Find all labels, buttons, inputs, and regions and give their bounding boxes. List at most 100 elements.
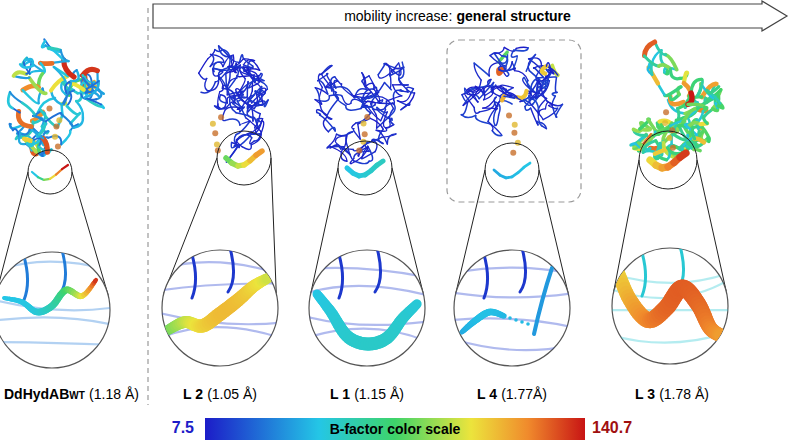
backbone-segment xyxy=(343,136,347,147)
backbone-segment xyxy=(467,88,483,95)
backbone-segment xyxy=(49,49,61,52)
backbone-segment xyxy=(390,109,394,125)
iron-sulfur-cluster xyxy=(511,130,517,136)
backbone-segment xyxy=(83,78,90,87)
background-strand xyxy=(337,248,343,298)
backbone-segment xyxy=(20,64,32,67)
backbone-segment xyxy=(328,86,336,88)
backbone-segment xyxy=(373,101,387,110)
background-strand xyxy=(307,268,427,277)
backbone-segment xyxy=(373,87,376,93)
background-strand xyxy=(452,268,572,274)
loop-segment xyxy=(680,153,686,157)
background-strand xyxy=(228,248,234,292)
tube-segment xyxy=(267,273,268,284)
inset-content xyxy=(0,250,112,345)
scale-value: 140.7 xyxy=(592,419,632,437)
iron-sulfur-cluster xyxy=(662,120,668,126)
backbone-segment xyxy=(376,128,387,131)
backbone-segment xyxy=(354,97,362,102)
background-strand xyxy=(22,250,28,300)
backbone-segment xyxy=(230,96,236,112)
backbone-segment xyxy=(378,63,385,74)
backbone-segment xyxy=(665,87,681,96)
panel-name: (1.05 Å) xyxy=(207,386,257,402)
backbone-segment xyxy=(492,131,501,136)
backbone-segment xyxy=(494,53,504,67)
iron-sulfur-cluster xyxy=(356,147,362,153)
backbone-segment xyxy=(351,147,368,163)
zoom-insets xyxy=(0,158,730,368)
mobile-loop xyxy=(650,153,686,168)
inset-circle xyxy=(612,248,728,364)
zoom-marker xyxy=(217,131,271,185)
backbone-segment xyxy=(644,56,658,66)
backbone-segment xyxy=(514,48,528,51)
backbone-segment xyxy=(335,92,338,99)
iron-sulfur-cluster xyxy=(218,114,224,120)
node-text: B-factor color scale xyxy=(330,421,461,437)
inset-circle xyxy=(162,250,278,366)
protein-cartoon xyxy=(8,39,104,156)
backbone-segment xyxy=(465,88,468,93)
backbone-segment xyxy=(210,54,214,66)
protein-cartoon xyxy=(461,47,562,135)
backbone-segment xyxy=(501,68,515,71)
backbone-segment xyxy=(474,63,489,76)
backbone-segment xyxy=(399,79,409,86)
backbone-segment xyxy=(315,100,322,105)
backbone-segment xyxy=(199,59,208,73)
backbone-segment xyxy=(542,66,547,73)
background-strand xyxy=(610,332,730,343)
backbone-segment xyxy=(659,65,671,69)
backbone-segment xyxy=(236,139,242,147)
backbone-segment xyxy=(525,107,531,111)
backbone-segment xyxy=(247,74,261,77)
backbone-segment xyxy=(64,60,74,77)
backbone-segment xyxy=(362,107,373,109)
backbone-segment xyxy=(225,107,241,110)
backbone-segment xyxy=(644,42,654,56)
backbone-segment xyxy=(555,77,557,92)
loop-segment xyxy=(50,175,56,179)
loop-segment xyxy=(377,161,383,165)
iron-sulfur-cluster xyxy=(361,120,367,126)
backbone-segment xyxy=(74,117,83,128)
backbone-segment xyxy=(376,130,387,144)
backbone-segment xyxy=(362,73,366,86)
backbone-segment xyxy=(39,122,45,135)
backbone-segment xyxy=(211,54,224,62)
iron-sulfur-cluster xyxy=(670,145,676,151)
iron-sulfur-cluster xyxy=(362,131,368,137)
backbone-segment xyxy=(243,59,260,70)
backbone-segment xyxy=(368,146,373,161)
mobile-loop xyxy=(226,151,262,166)
backbone-segment xyxy=(251,131,261,145)
backbone-segment xyxy=(529,71,544,84)
backbone-segment xyxy=(199,73,207,79)
backbone-segment xyxy=(27,140,34,146)
color-scale-bar: B-factor color scale xyxy=(205,418,585,440)
backbone-segment xyxy=(399,62,404,78)
iron-sulfur-cluster xyxy=(663,109,669,115)
backbone-segment xyxy=(215,69,229,82)
iron-sulfur-cluster xyxy=(212,130,218,136)
backbone-segment xyxy=(698,79,703,96)
background-strand xyxy=(0,262,112,272)
backbone-segment xyxy=(378,73,390,78)
background-strand xyxy=(190,248,196,298)
protein-structures xyxy=(8,39,723,197)
backbone-segment xyxy=(342,96,351,104)
backbone-segment xyxy=(393,85,402,96)
backbone-segment xyxy=(255,114,260,128)
panel-name: (1.18 Å) xyxy=(89,386,139,402)
backbone-segment xyxy=(330,145,336,148)
backbone-segment xyxy=(514,71,528,81)
backbone-segment xyxy=(70,113,79,123)
iron-sulfur-cluster xyxy=(53,123,59,129)
backbone-segment xyxy=(533,81,549,98)
panel-name: L 3 xyxy=(635,386,655,402)
backbone-segment xyxy=(227,78,237,95)
backbone-segment xyxy=(489,124,493,131)
